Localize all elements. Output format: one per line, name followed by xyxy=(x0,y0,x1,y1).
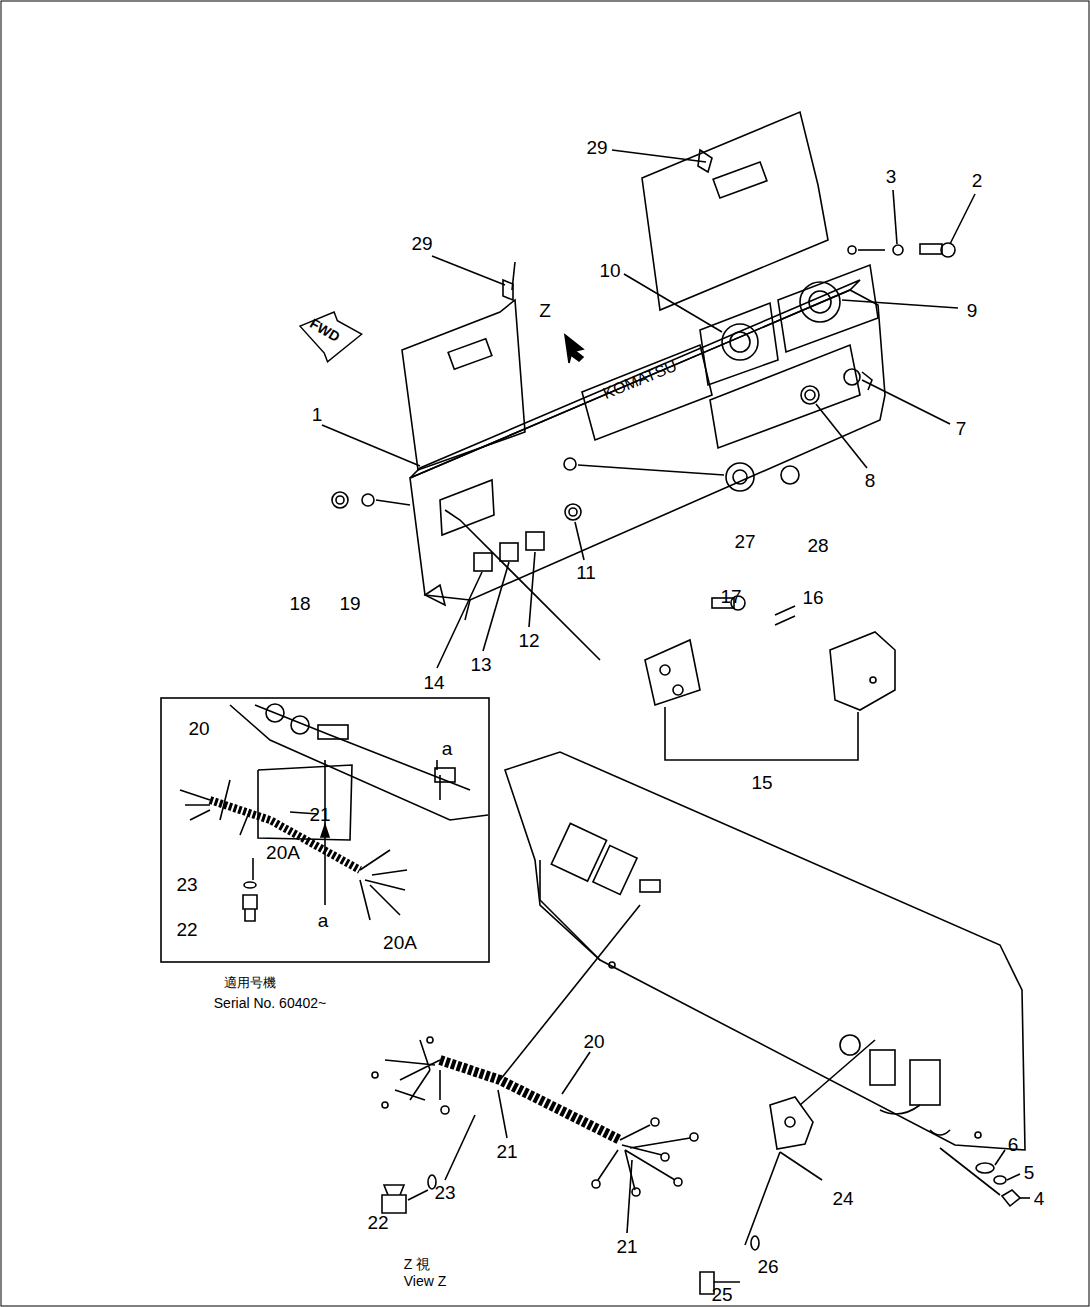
direction-arrow: FWD xyxy=(298,310,364,364)
callout-number: a xyxy=(442,739,453,758)
callout-number: 25 xyxy=(711,1285,732,1304)
callout-number: 14 xyxy=(423,673,444,692)
callout-number: 20 xyxy=(583,1032,604,1051)
callout-number: 13 xyxy=(470,655,491,674)
callout-number: 4 xyxy=(1034,1189,1045,1208)
callout-number: 16 xyxy=(802,588,823,607)
callout-number: 17 xyxy=(720,587,741,606)
callout-number: 7 xyxy=(956,419,967,438)
callout-number: 2 xyxy=(972,171,983,190)
callout-number: Serial No. 60402~ xyxy=(214,996,326,1010)
callout-number: 9 xyxy=(967,301,978,320)
callout-number: 適用号機 xyxy=(224,976,276,989)
callout-number: 29 xyxy=(586,138,607,157)
callout-number: 28 xyxy=(807,536,828,555)
callout-number: 6 xyxy=(1008,1135,1019,1154)
callout-number: 19 xyxy=(339,594,360,613)
callout-number: 29 xyxy=(411,234,432,253)
callout-number: 5 xyxy=(1024,1163,1035,1182)
callout-number: 3 xyxy=(886,167,897,186)
callout-number: 15 xyxy=(751,773,772,792)
callout-number: 21 xyxy=(616,1237,637,1256)
callout-number: 1 xyxy=(312,405,323,424)
callout-number: 20A xyxy=(383,933,417,952)
callout-number: 23 xyxy=(176,875,197,894)
callout-number: 10 xyxy=(599,261,620,280)
callout-number: 23 xyxy=(434,1183,455,1202)
callout-number: 26 xyxy=(757,1257,778,1276)
callout-number: 21 xyxy=(309,805,330,824)
callout-number: 27 xyxy=(734,532,755,551)
callout-number: Z xyxy=(539,301,551,320)
callout-number: 21 xyxy=(496,1142,517,1161)
callout-number: 24 xyxy=(832,1189,853,1208)
callout-number: a xyxy=(318,911,329,930)
callout-number: Z 視 xyxy=(404,1257,430,1271)
callout-number: 11 xyxy=(576,563,596,582)
callout-number: 22 xyxy=(367,1213,388,1232)
callout-number: KOMATSU xyxy=(601,358,679,402)
callout-number: 20 xyxy=(188,719,209,738)
callout-number: 8 xyxy=(865,471,876,490)
callout-number: 12 xyxy=(518,631,539,650)
callout-number: 18 xyxy=(289,594,310,613)
callout-number: View Z xyxy=(404,1274,447,1288)
callout-number: 22 xyxy=(176,920,197,939)
callout-number: 20A xyxy=(266,843,300,862)
